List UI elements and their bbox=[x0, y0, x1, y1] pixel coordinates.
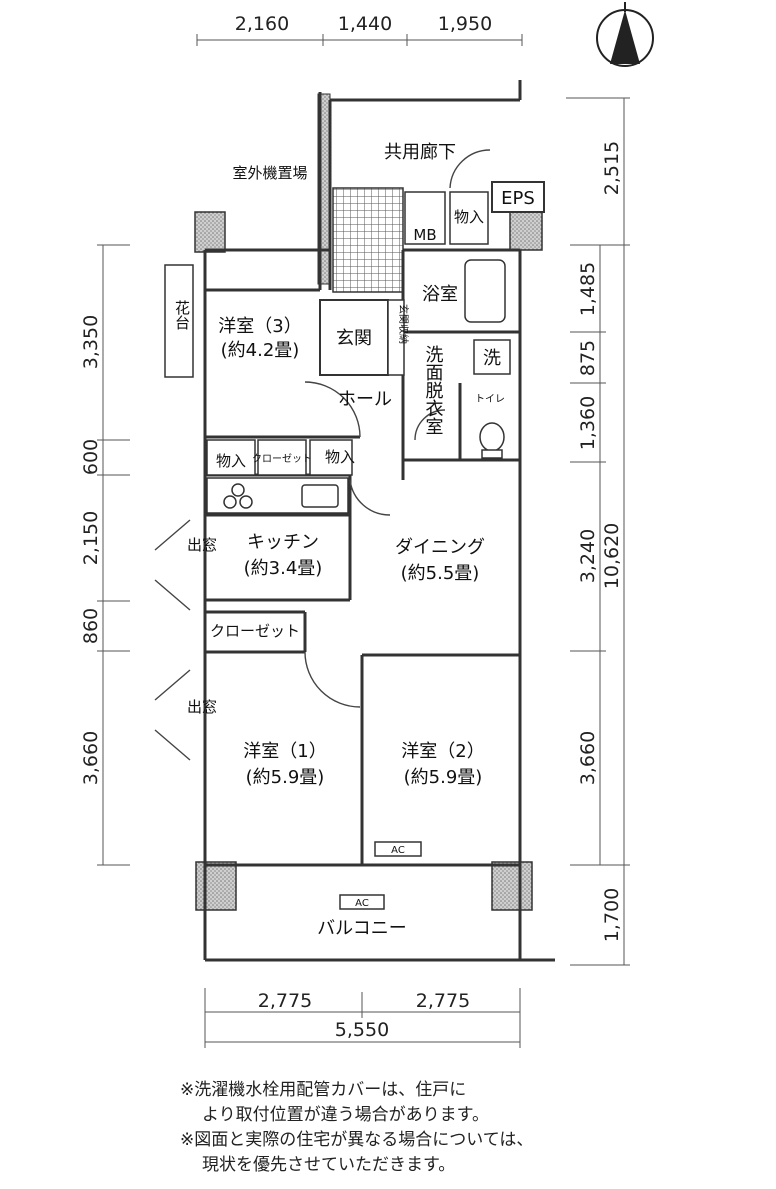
dim-bottom-2: 2,775 bbox=[416, 990, 470, 1012]
closet-label: クローゼット bbox=[210, 622, 300, 640]
closet-small-box bbox=[257, 439, 307, 476]
storage-label-mid: 物入 bbox=[216, 452, 246, 470]
bay-window-label-2: 出窓 bbox=[187, 698, 217, 716]
bathtub-icon bbox=[464, 259, 506, 323]
door-swings bbox=[154, 149, 491, 761]
outdoor-unit-label: 室外機置場 bbox=[232, 164, 307, 182]
western2-size: (約5.9畳) bbox=[404, 767, 483, 788]
dim-left-2: 600 bbox=[80, 439, 102, 475]
ac-outdoor-icon bbox=[339, 894, 385, 910]
note-line-2: より取付位置が違う場合があります。 bbox=[202, 1105, 489, 1125]
dim-top-2: 1,440 bbox=[338, 13, 392, 35]
note-line-3: ※図面と実際の住宅が異なる場合については、 bbox=[180, 1130, 534, 1150]
planter-label: 花台 bbox=[173, 300, 191, 330]
ac-unit-icon bbox=[374, 841, 422, 857]
storage-label-right: 物入 bbox=[325, 448, 355, 466]
storage-box-top bbox=[449, 191, 489, 245]
dim-top-1: 2,160 bbox=[235, 13, 289, 35]
hall-label: ホール bbox=[338, 389, 392, 410]
washroom-label: 洗面脱衣室 bbox=[423, 345, 444, 435]
planter-box bbox=[164, 264, 194, 378]
note-line-1: ※洗濯機水栓用配管カバーは、住戸に bbox=[180, 1080, 467, 1100]
corridor-label: 共用廊下 bbox=[384, 142, 456, 163]
dim-left-4: 860 bbox=[80, 608, 102, 644]
closet-small-label: クローゼット bbox=[252, 453, 312, 465]
dim-right-2: 875 bbox=[577, 340, 599, 376]
entrance-tile-floor bbox=[332, 187, 404, 293]
toilet-label: トイレ bbox=[475, 394, 505, 405]
toilet-icon bbox=[479, 422, 505, 459]
structural-columns bbox=[194, 93, 543, 911]
dim-bottom-1: 2,775 bbox=[258, 990, 312, 1012]
bath-label: 浴室 bbox=[422, 284, 458, 305]
dim-left-5: 3,660 bbox=[80, 731, 102, 785]
dim-left-3: 2,150 bbox=[80, 511, 102, 565]
dim-right-3: 1,360 bbox=[577, 396, 599, 450]
ac-outdoor-label: AC bbox=[355, 898, 369, 909]
bay-window-label-1: 出窓 bbox=[187, 536, 217, 554]
ac-label: AC bbox=[391, 845, 405, 856]
shoe-storage-label: 玄関収納 bbox=[397, 304, 410, 344]
balcony-label: バルコニー bbox=[317, 918, 407, 939]
kitchen-label: キッチン bbox=[247, 532, 319, 553]
dining-size: (約5.5畳) bbox=[401, 563, 480, 584]
dim-outer-1: 2,515 bbox=[601, 141, 623, 195]
plan-notes: ※洗濯機水栓用配管カバーは、住戸に より取付位置が違う場合があります。 ※図面と… bbox=[180, 1078, 740, 1178]
note-line-4: 現状を優先させていただきます。 bbox=[202, 1155, 456, 1175]
storage-box-right bbox=[309, 439, 353, 476]
western1-label: 洋室（1） bbox=[243, 741, 326, 762]
shoe-storage-box bbox=[387, 299, 405, 376]
north-compass-icon bbox=[596, 2, 654, 67]
eps-label: EPS bbox=[501, 188, 535, 209]
dim-outer-3: 1,700 bbox=[601, 888, 623, 942]
western1-size: (約5.9畳) bbox=[246, 767, 325, 788]
dim-right-1: 1,485 bbox=[577, 262, 599, 316]
mb-box bbox=[404, 191, 446, 245]
storage-label-top: 物入 bbox=[454, 208, 484, 226]
western3-size: (約4.2畳) bbox=[221, 340, 300, 361]
dim-left-1: 3,350 bbox=[80, 315, 102, 369]
entrance-box bbox=[319, 299, 389, 376]
kitchen-size: (約3.4畳) bbox=[244, 558, 323, 579]
mb-label: MB bbox=[413, 226, 436, 244]
western3-label: 洋室（3） bbox=[218, 316, 301, 337]
dim-top-3: 1,950 bbox=[438, 13, 492, 35]
western2-label: 洋室（2） bbox=[401, 741, 484, 762]
storage-box-mid bbox=[206, 439, 256, 476]
dim-right-4: 3,240 bbox=[577, 529, 599, 583]
dining-label: ダイニング bbox=[395, 537, 485, 558]
dim-outer-2: 10,620 bbox=[601, 523, 623, 589]
dim-right-5: 3,660 bbox=[577, 731, 599, 785]
washer-box bbox=[473, 339, 511, 375]
kitchen-counter bbox=[206, 477, 349, 514]
dim-bottom-3: 5,550 bbox=[335, 1019, 389, 1041]
dimension-lines bbox=[97, 34, 630, 1048]
eps-box bbox=[491, 181, 545, 213]
entrance-label: 玄関 bbox=[336, 328, 372, 349]
washer-label: 洗 bbox=[483, 348, 501, 369]
